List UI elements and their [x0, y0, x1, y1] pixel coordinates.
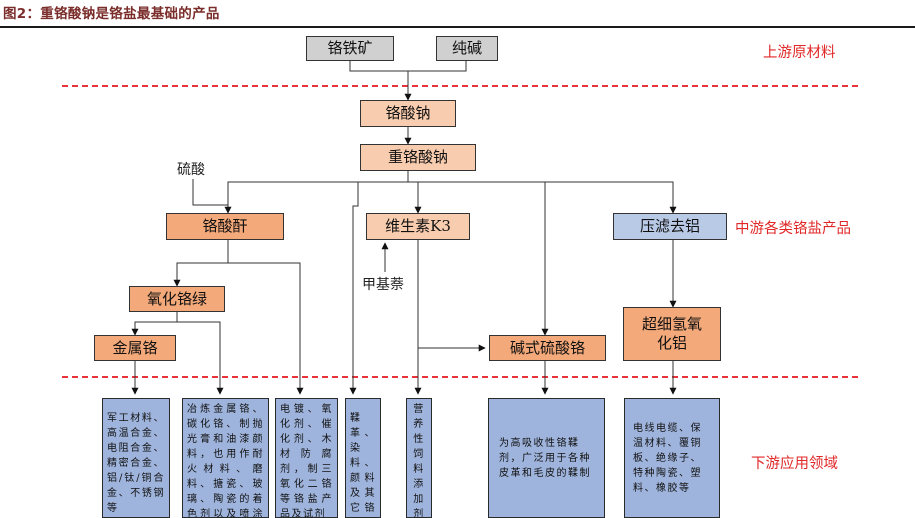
upstream-divider — [62, 85, 858, 87]
connector-sulfuric-acid — [192, 179, 228, 206]
node-chromite: 铬铁矿 — [306, 36, 394, 61]
label-methylnaphthalene: 甲基萘 — [362, 277, 404, 293]
section-downstream: 下游应用领域 — [751, 456, 838, 472]
connector-dichromate-to-filter — [545, 181, 677, 214]
node-sodium-chromate: 铬酸钠 — [360, 100, 456, 127]
connector-raw-merge — [349, 60, 467, 72]
section-upstream: 上游原材料 — [763, 45, 836, 61]
title-rule — [0, 26, 915, 28]
node-vitamin-k3: 维生素K3 — [366, 213, 470, 240]
application-box-oxide-green: 冶炼金属铬、碳化铬、制抛光膏和油漆颜料，也用作耐火材料、磨料、搪瓷、玻璃、陶瓷的… — [182, 398, 269, 518]
node-soda-ash: 纯碱 — [436, 36, 498, 61]
connector-dichromate-to-anhydride — [224, 181, 408, 214]
application-box-chromium-sulfate: 为高吸收性铬鞣剂，广泛用于各种皮革和毛皮的鞣制 — [488, 398, 605, 518]
figure-title: 图2：重铬酸钠是铬盐最基础的产品 — [3, 6, 220, 22]
node-metal-chromium: 金属铬 — [94, 335, 176, 361]
node-pressure-filter: 压滤去铝 — [613, 213, 727, 240]
connector-anhydride-to-oxide-green — [173, 240, 229, 287]
connector-anhydride-to-a3 — [228, 262, 304, 395]
application-box-metal-chromium: 军工材料、高温合金、电阻合金、精密合金、铝/钛/铜合金、不锈钢等 — [102, 398, 170, 518]
node-basic-chromium-sulfate: 碱式硫酸铬 — [489, 335, 606, 361]
application-box-vitamin-k3: 营养性饲料添加剂 — [406, 398, 432, 518]
application-box-dichromate: 鞣革、染料、颜料及其它铬盐的制造 — [345, 398, 381, 518]
connector-oxide-green-to-metal — [131, 312, 178, 336]
connector-dichromate-to-chromium-sulfate — [418, 181, 549, 336]
node-ultrafine-alumina: 超细氢氧化铝 — [623, 307, 721, 361]
connector-oxide-green-to-a2 — [177, 321, 224, 395]
node-sodium-dichromate: 重铬酸钠 — [360, 144, 476, 171]
application-box-alumina: 电线电缆、保温材料、覆铜板、绝缘子、特种陶瓷、塑料、橡胶等 — [624, 398, 720, 518]
section-midstream: 中游各类铬盐产品 — [735, 221, 851, 237]
connector-dichromate-to-vitk3 — [407, 171, 422, 214]
node-chromic-anhydride: 铬酸酐 — [166, 213, 284, 240]
label-sulfuric-acid: 硫酸 — [177, 162, 205, 178]
node-chromium-oxide-green: 氧化铬绿 — [129, 286, 225, 312]
downstream-divider — [62, 376, 858, 378]
connector-dichromate-to-a4 — [349, 182, 359, 395]
application-box-anhydride: 电镀、氧化剂、催化剂、木材防腐剂，制三氧化二铬等铬盐产品及试剂 — [275, 398, 338, 518]
